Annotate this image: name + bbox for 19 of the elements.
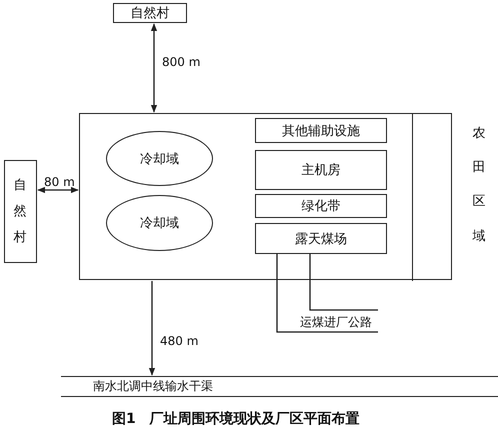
village-label: 自然村 xyxy=(14,176,28,246)
cooling-area-ellipse: 冷却域 xyxy=(106,195,213,251)
canal-band: 南水北调中线输水干渠 xyxy=(61,376,498,397)
village-box xyxy=(4,160,37,263)
road-label: 运煤进厂公路 xyxy=(300,314,372,331)
facility-box: 其他辅助设施 xyxy=(255,118,387,143)
figure-caption: 图1 厂址周围环境现状及厂区平面布置 xyxy=(112,410,360,428)
facility-box: 绿化带 xyxy=(255,194,387,218)
arrow xyxy=(150,23,158,113)
edge-label: 800 m xyxy=(162,55,200,69)
facility-box: 主机房 xyxy=(255,150,387,190)
village-box: 自然村 xyxy=(113,3,187,23)
edge-label: 80 m xyxy=(44,175,75,189)
arrow xyxy=(148,281,156,376)
cooling-area-ellipse: 冷却域 xyxy=(106,131,213,186)
zone-label: 农田区域 xyxy=(470,116,486,252)
arrow xyxy=(37,186,79,194)
facility-box: 露天煤场 xyxy=(255,223,387,254)
edge-label: 480 m xyxy=(160,334,198,348)
